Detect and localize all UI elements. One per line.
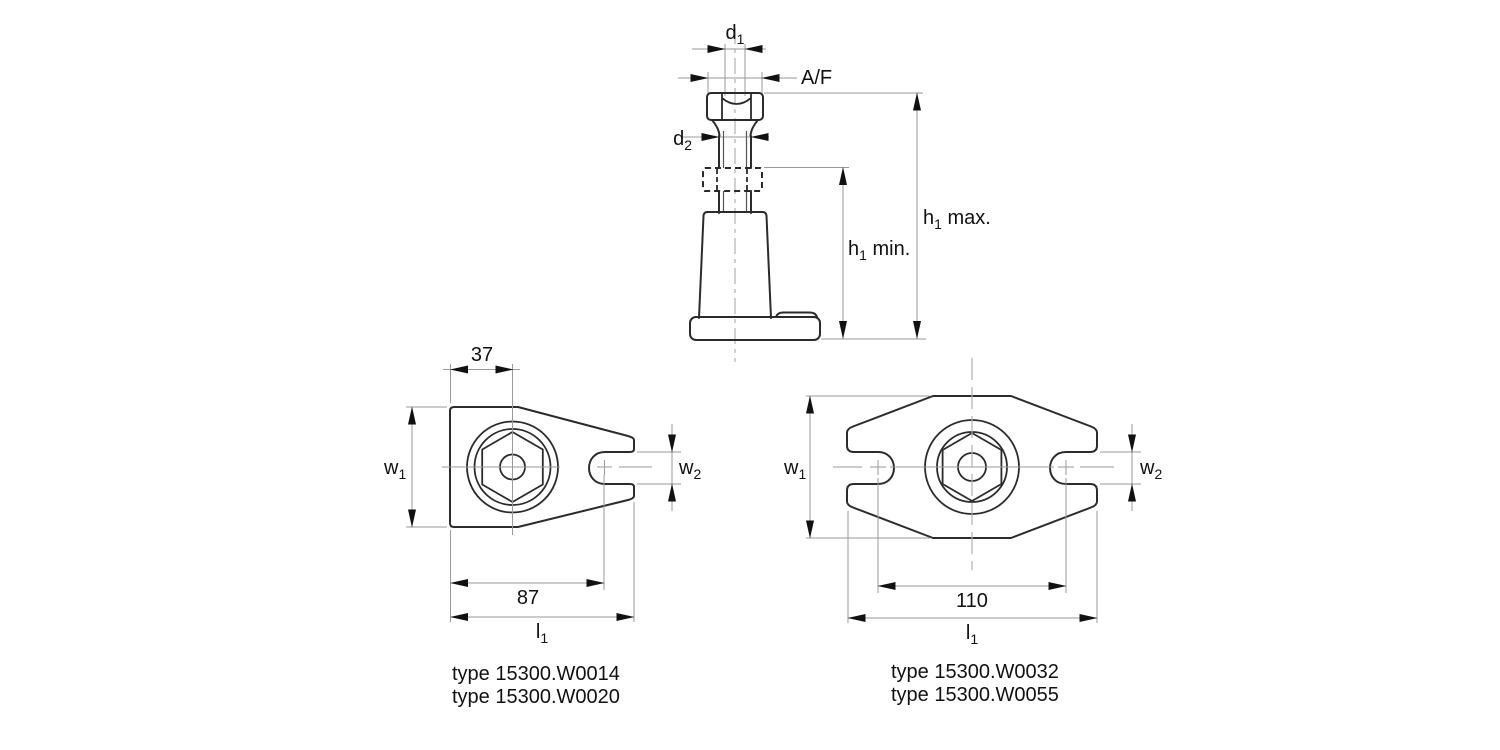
dim-label-h1-min: h1 min. — [848, 238, 911, 263]
dim-label-l1-left: l1 — [535, 621, 549, 646]
base-flange — [689, 316, 821, 341]
plate-outline — [449, 406, 635, 528]
cone-body — [698, 211, 772, 319]
dim-label-110: 110 — [956, 590, 988, 612]
dim-label-af: A/F — [801, 67, 833, 89]
dim-label-h1-max: h1 max. — [923, 207, 991, 232]
spindle-neck-left — [711, 119, 721, 137]
side-view-drawing — [678, 28, 926, 362]
plate-outline — [846, 395, 1098, 539]
hex-socket — [941, 432, 1003, 502]
dim-label-l1-right: l1 — [965, 622, 979, 647]
type-label: type 15300.W0055 — [891, 684, 1059, 706]
hex-nut-outline — [706, 92, 764, 121]
dim-label-w1-right: w1 — [784, 457, 807, 482]
plan-view-left-drawing — [406, 364, 681, 622]
dim-label-w1-left: w1 — [384, 457, 407, 482]
plan-view-right-drawing — [806, 358, 1141, 623]
type-label: type 15300.W0032 — [891, 661, 1059, 683]
dim-label-87: 87 — [516, 587, 540, 609]
dim-label-d1: d1 — [725, 22, 745, 47]
dim-label-37: 37 — [470, 344, 494, 366]
dim-label-d2: d2 — [673, 128, 692, 153]
hex-nut-chamfer-arc — [721, 97, 752, 105]
dim-label-w2-left: w2 — [679, 457, 702, 482]
spindle-neck-right — [749, 119, 759, 137]
type-labels-right: type 15300.W0032 type 15300.W0055 — [891, 661, 1059, 707]
lock-nut-hidden-outline — [702, 167, 763, 192]
dim-label-w2-right: w2 — [1140, 457, 1163, 482]
base-flange-step — [775, 311, 818, 318]
type-label: type 15300.W0020 — [452, 686, 620, 708]
type-labels-left: type 15300.W0014 type 15300.W0020 — [452, 663, 620, 709]
type-label: type 15300.W0014 — [452, 663, 620, 685]
